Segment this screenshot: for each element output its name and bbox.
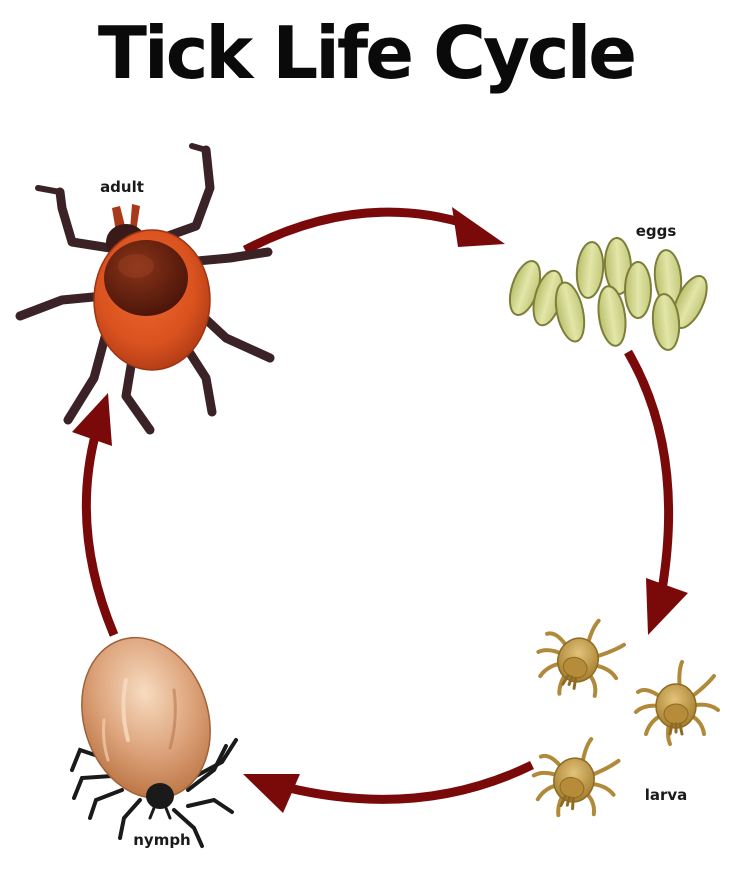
label-eggs: eggs bbox=[636, 222, 677, 240]
adult-tick-icon bbox=[15, 143, 275, 435]
nymph-tick-icon bbox=[70, 636, 238, 848]
larva-icon bbox=[523, 602, 720, 830]
label-adult: adult bbox=[100, 178, 144, 196]
arrow-eggs-to-larva bbox=[624, 349, 688, 635]
eggs-icon bbox=[508, 237, 708, 351]
arrow-adult-to-eggs bbox=[242, 207, 505, 254]
label-larva: larva bbox=[645, 786, 688, 804]
arrow-larva-to-nymph bbox=[243, 760, 534, 813]
arrow-nymph-to-adult bbox=[72, 393, 119, 637]
label-nymph: nymph bbox=[133, 831, 191, 849]
page-title: Tick Life Cycle bbox=[97, 11, 637, 95]
